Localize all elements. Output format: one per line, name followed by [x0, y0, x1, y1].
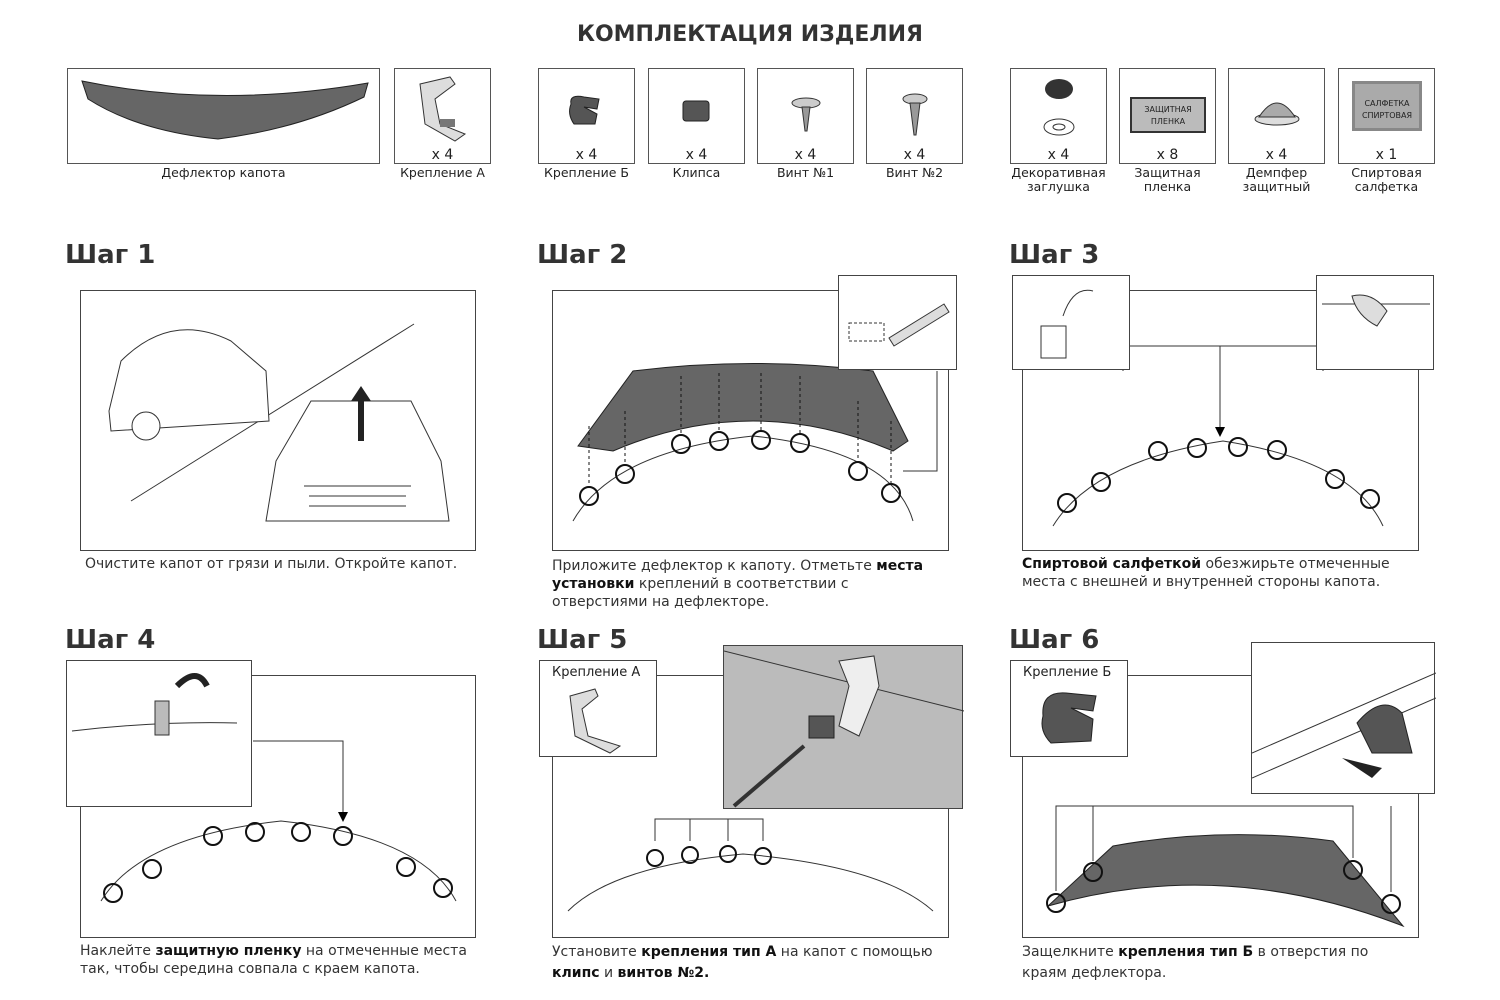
step-3-wiping-inset — [1316, 275, 1434, 370]
cap-icon — [1043, 79, 1075, 136]
step-3-description: Спиртовой салфеткой обезжирьте отмеченны… — [1022, 556, 1390, 590]
kit-label: Защитная пленка — [1134, 165, 1201, 194]
kit-label: Спиртовая салфетка — [1351, 165, 1422, 194]
step-3-title: Шаг 3 — [1009, 240, 1100, 270]
kit-protective-film: ЗАЩИТНАЯ ПЛЕНКА x 8 — [1119, 68, 1216, 164]
step-6-title: Шаг 6 — [1009, 625, 1100, 655]
kit-screw-1: x 4 — [757, 68, 854, 164]
step-1-description: Очистите капот от грязи и пыли. Откройте… — [85, 556, 458, 572]
screw-icon — [902, 93, 928, 136]
clip-icon — [682, 100, 710, 122]
mount-b-icon — [569, 95, 600, 125]
kit-label: Клипса — [672, 165, 721, 180]
step-2-marker-inset — [838, 275, 957, 370]
step-4-film-inset — [66, 660, 252, 807]
kit-mount-b: x 4 — [538, 68, 635, 164]
damper-icon — [1254, 102, 1300, 126]
step-4-title: Шаг 4 — [65, 625, 156, 655]
kit-label: Крепление Б — [544, 165, 629, 180]
kit-label: Винт №2 — [885, 165, 944, 180]
step-2-description: Приложите дефлектор к капоту. Отметьте м… — [552, 558, 924, 610]
kit-decorative-cap: x 4 — [1010, 68, 1107, 164]
step-5-description: Установите крепления тип А на капот с по… — [552, 944, 933, 981]
kit-label: Винт №1 — [776, 165, 835, 180]
marker-icon — [848, 303, 950, 347]
step-5-title: Шаг 5 — [537, 625, 628, 655]
kit-label: Демпфер защитный — [1242, 165, 1311, 194]
step-5-installation-photo — [723, 645, 964, 809]
kit-label: Декоративная заглушка — [1011, 165, 1106, 194]
step-3-wipe-packet-inset — [1012, 275, 1130, 370]
kit-deflector — [67, 68, 380, 164]
mount-a-icon — [419, 76, 467, 142]
kit-label: Крепление А — [400, 165, 485, 180]
step-1-title: Шаг 1 — [65, 240, 156, 270]
page-title: КОМПЛЕКТАЦИЯ ИЗДЕЛИЯ — [576, 22, 924, 47]
kit-mount-a: x 4 — [394, 68, 491, 164]
step-6-snap-inset — [1251, 642, 1436, 794]
kit-alcohol-wipe: САЛФЕТКА СПИРТОВАЯ x 1 — [1338, 68, 1435, 164]
step-5-mount-a-inset: Крепление А — [539, 660, 657, 757]
screw-icon — [791, 97, 821, 132]
step-4-description: Наклейте защитную пленку на отмеченные м… — [80, 943, 467, 977]
kit-screw-2: x 4 — [866, 68, 963, 164]
step-2-title: Шаг 2 — [537, 240, 628, 270]
kit-damper: x 4 — [1228, 68, 1325, 164]
step-6-mount-b-inset: Крепление Б — [1010, 660, 1128, 757]
deflector-illustration — [81, 80, 369, 140]
kit-clip: x 4 — [648, 68, 745, 164]
step-6-description: Защелкните крепления тип Б в отверстия п… — [1022, 944, 1369, 981]
step-1-illustration — [80, 290, 476, 551]
kit-label: Дефлектор капота — [161, 165, 286, 180]
